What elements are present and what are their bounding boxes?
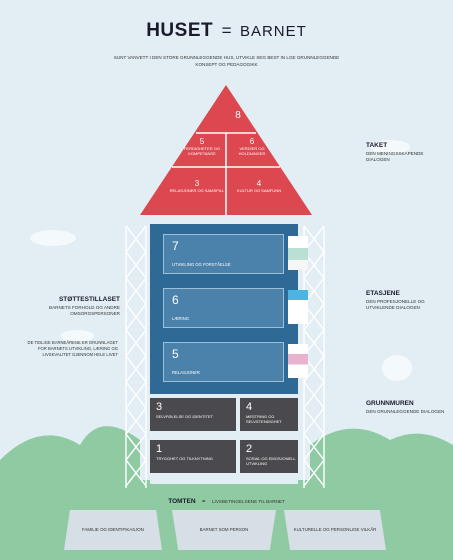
roof — [140, 85, 312, 215]
label-grunnmuren: GRUNNMUREN Den grunnleggende dialogen — [366, 400, 452, 415]
ground-block: 2 Sosial og emosjonell utvikling — [240, 440, 298, 473]
page-title: HUSET — [146, 20, 214, 41]
roof-block-label: Kultur og samfunn — [237, 188, 281, 193]
ground-block: 4 Mestring og selvstendighet — [240, 398, 298, 431]
cloud — [60, 330, 94, 342]
label-title: TAKET — [366, 142, 388, 149]
floor-card: 6 Læring — [163, 288, 284, 328]
ground-number: 4 — [246, 401, 253, 413]
foundation-box: Familie og identifikasjon — [64, 510, 162, 550]
floor-illustration — [288, 290, 308, 324]
label-title: STØTTESTILLASET — [58, 296, 120, 303]
foundation-title-row: TOMTEN = Livsbetingelsene til barnet — [0, 490, 453, 508]
cloud — [30, 230, 76, 246]
foundation-subtitle: Livsbetingelsene til barnet — [211, 499, 285, 504]
title-row: HUSET = BARNET — [0, 20, 453, 42]
roof-block: 5 Ferdigheter og kompetanse — [182, 137, 222, 157]
floor-illustration — [288, 344, 308, 378]
page-subtitle: Sunt vanvett i den store grunnleggende h… — [113, 55, 340, 67]
floor-label: Relasjoner — [172, 370, 200, 375]
roof-block-number: 3 — [194, 179, 200, 188]
roof-block: 3 Relasjoner og samspill — [168, 179, 226, 194]
roof-block-number: 6 — [249, 137, 255, 146]
cloud — [370, 140, 410, 154]
scaffold-left — [125, 226, 147, 488]
floor-number: 5 — [172, 347, 179, 361]
ground-number: 2 — [246, 443, 253, 455]
foundation-box: Barnet som person — [172, 510, 276, 550]
label-sub: Barnets forhold og andre omsorgspersoner — [49, 305, 120, 316]
roof-block-label: Ferdigheter og kompetanse — [183, 146, 220, 156]
roof-block-number: 4 — [256, 179, 262, 188]
floor-card: 5 Relasjoner — [163, 342, 284, 382]
ground-number: 1 — [156, 443, 163, 455]
foundation-box: Kulturelle og personlige vilkår — [284, 510, 386, 550]
label-taket: TAKET Den meningsskapende dialogen — [366, 142, 446, 163]
floor-number: 7 — [172, 239, 179, 253]
roof-block-number: 5 — [199, 137, 205, 146]
label-sub: Den profesjonelle og utviklende dialogen — [366, 299, 425, 310]
label-title: GRUNNMUREN — [366, 400, 414, 407]
label-sub: Den grunnleggende dialogen — [366, 409, 445, 414]
roof-block-label: Verdier og holdninger — [238, 146, 266, 156]
foundation-separator: = — [202, 499, 206, 505]
foundation-title: TOMTEN — [168, 498, 196, 505]
floor-number: 6 — [172, 293, 179, 307]
roof-block-label: Relasjoner og samspill — [169, 188, 225, 193]
label-sub: Den meningsskapende dialogen — [366, 151, 424, 162]
floor-card: 7 Utvikling og forståelse — [163, 234, 284, 274]
roof-block: 4 Kultur og samfunn — [230, 179, 288, 194]
ground-label: Selvfølelse og identitet — [156, 414, 214, 419]
ground-label: Sosial og emosjonell utvikling — [246, 456, 296, 466]
floor-illustration — [288, 236, 308, 270]
floor-label: Utvikling og forståelse — [172, 262, 231, 267]
label-note: De tidlige barneårene er grunnlaget for … — [27, 340, 118, 357]
ground-label: Trygghet og tilknytning — [156, 456, 213, 461]
cloud — [382, 355, 412, 381]
floor-label: Læring — [172, 316, 189, 321]
ground-block: 1 Trygghet og tilknytning — [150, 440, 236, 473]
roof-apex-number: 8 — [235, 110, 241, 121]
title-separator: = — [221, 21, 232, 40]
label-stillas: STØTTESTILLASET Barnets forhold og andre… — [8, 296, 120, 317]
ground-label: Mestring og selvstendighet — [246, 414, 282, 424]
label-etasjene: ETASJENE Den profesjonelle og utviklende… — [366, 290, 452, 311]
roof-block: 6 Verdier og holdninger — [232, 137, 272, 157]
page-title-suffix: BARNET — [239, 23, 307, 40]
ground-block: 3 Selvfølelse og identitet — [150, 398, 236, 431]
ground-number: 3 — [156, 401, 163, 413]
label-title: ETASJENE — [366, 290, 400, 297]
